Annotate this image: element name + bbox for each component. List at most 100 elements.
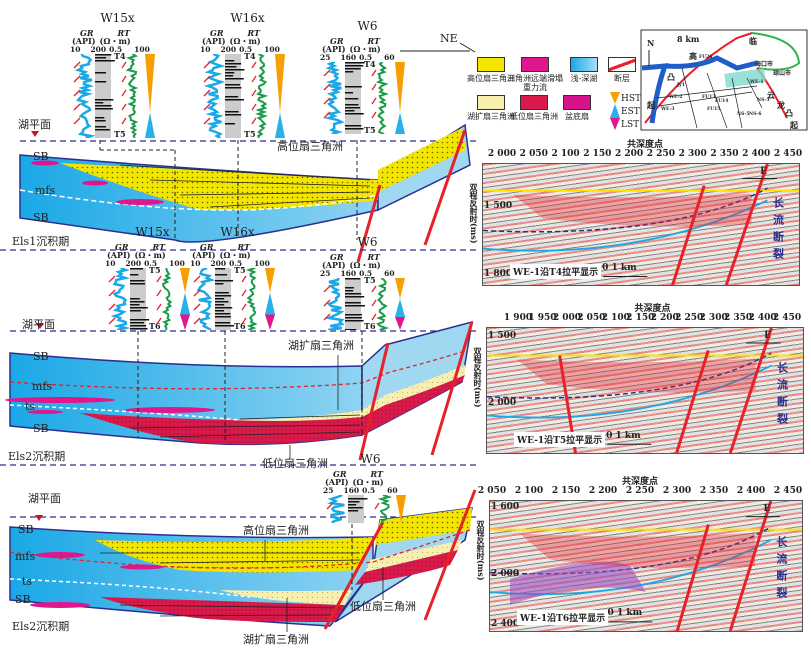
log-mark [130, 307, 148, 309]
x-tick-label: 2 450 [772, 313, 802, 323]
log-mark [130, 328, 148, 330]
legend-label: 浅-深湖 [570, 74, 598, 83]
survey-line: NS-6 [749, 111, 762, 117]
log-mark [215, 316, 231, 318]
log-mark [225, 72, 235, 74]
gr-min: 10 [190, 259, 201, 268]
log-mark [130, 322, 144, 324]
log-mark [203, 54, 226, 138]
log-mark [108, 289, 116, 297]
gr-min: 10 [70, 45, 81, 54]
gr-min: 10 [200, 45, 211, 54]
gr-max: 160 [340, 53, 357, 62]
fan-label-lst: 低位扇三角洲 [350, 599, 416, 613]
y-tick-label: 1 500 [484, 201, 513, 211]
log-mark [251, 117, 257, 125]
log-mark [203, 61, 211, 69]
log-mark [371, 83, 377, 91]
legend-swatch [570, 57, 598, 72]
horizon-mark [490, 526, 772, 575]
log-mark [203, 103, 211, 111]
log-mark [156, 289, 162, 297]
survey-line: Jy1 [676, 82, 685, 88]
log-mark [371, 313, 377, 321]
legend-label: 高位扇三角洲 [467, 74, 515, 83]
direction-label: E [760, 166, 767, 177]
well-units: (API)(Ω・m) [107, 251, 166, 260]
rt-max: 100 [169, 259, 185, 268]
axis-title: 共深度点 [634, 304, 671, 314]
well-log-tracks [326, 495, 406, 523]
legend-label: 低位扇三角洲 [510, 112, 558, 121]
log-mark [215, 301, 229, 303]
x-tick-label: 2 450 [773, 149, 803, 159]
log-mark [225, 114, 242, 116]
well-log-tracks [203, 54, 285, 138]
location-map: N 8 km 高 临 凸 起 云 龙 凸 起 海口市 琼山市 FU26 FU13… [640, 29, 808, 131]
legend-basin-fan: 盆底扇 [553, 95, 601, 121]
log-mark [371, 111, 377, 119]
seismic-section [489, 500, 803, 632]
log-mark [193, 275, 201, 283]
x-tick-label: 2 250 [675, 313, 704, 323]
log-mark [225, 123, 235, 125]
well-name: W15x [135, 225, 170, 239]
seismic-section [482, 163, 800, 286]
fan-label-lst: 低位扇三角洲 [262, 456, 328, 470]
rt-unit: (Ω・m) [229, 36, 261, 46]
gr-unit: (API) [322, 260, 346, 270]
log-mark [121, 103, 127, 111]
log-mark [108, 317, 116, 325]
rt-unit: (Ω・m) [349, 260, 381, 270]
surface-ts: ts [22, 575, 32, 588]
log-mark [345, 125, 362, 127]
gr-unit: (API) [107, 250, 131, 260]
log-mark [345, 329, 357, 330]
marker-top: T5 [364, 275, 376, 285]
y-tick-label: 2 000 [491, 569, 520, 579]
x-tick-label: 2 350 [710, 149, 739, 159]
horizon-mark [675, 350, 710, 453]
x-tick-label: 2 350 [723, 313, 753, 323]
log-mark [156, 317, 162, 325]
tract-hst: HST [621, 94, 642, 104]
survey-line: WE-2 [668, 94, 683, 100]
gr-label: GR [115, 242, 129, 252]
gr-max: 160 [340, 269, 357, 278]
rt-unit: (Ω・m) [134, 250, 166, 260]
surface-sb-bottom: SB [33, 211, 49, 224]
north-label: N [647, 38, 654, 48]
gr-label: GR [330, 252, 344, 262]
well-name: W6 [357, 19, 378, 33]
log-mark [245, 268, 258, 330]
log-mark [345, 296, 365, 298]
legend-swatch [563, 95, 591, 110]
log-mark [161, 268, 173, 330]
legend-swatch [520, 95, 548, 110]
log-mark [265, 314, 275, 330]
section-els1: 湖平面 SB mfs SB 高位扇三角洲 Els1沉积期 [0, 118, 480, 263]
y-axis-label: 双程反射时(ms) [469, 183, 479, 244]
log-mark [345, 278, 361, 330]
x-tick-label: 2 050 [577, 313, 606, 323]
log-mark [255, 54, 269, 138]
section-els2-b: 湖平面 SB mfs ts SB 高位扇三角洲 低位扇三角洲 湖扩扇三角洲 El… [9, 489, 480, 646]
marker-bottom: T5 [244, 129, 256, 139]
log-mark [241, 303, 247, 311]
x-tick-label: 2 300 [662, 486, 692, 496]
log-mark [371, 97, 377, 105]
map-label: 临 [749, 36, 757, 46]
marker-bottom: T6 [234, 321, 246, 331]
legend-label: 三角洲远端滑塌重力流 [507, 74, 563, 92]
log-mark [241, 317, 247, 325]
y-tick-label: 1 600 [491, 502, 520, 512]
horizon-mark [724, 164, 769, 285]
log-mark [345, 71, 354, 73]
lake-level-label: 湖平面 [18, 118, 51, 131]
